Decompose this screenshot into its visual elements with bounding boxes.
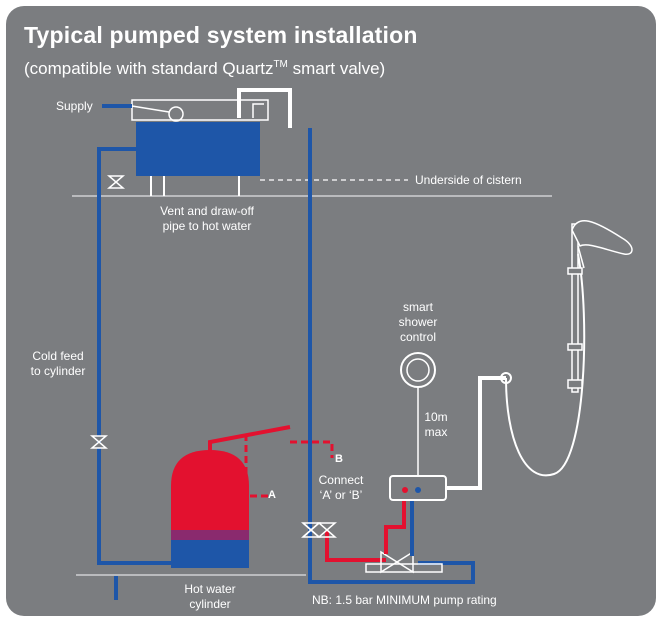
smart-label-line1: smart bbox=[403, 300, 433, 314]
cold-feed-label-line2: to cylinder bbox=[30, 364, 86, 378]
subtitle-end: smart valve) bbox=[287, 59, 386, 78]
page-subtitle: (compatible with standard QuartzTM smart… bbox=[24, 59, 385, 79]
hot-water-label-line2: cylinder bbox=[189, 597, 231, 611]
hot-water-cylinder-label: Hot water cylinder bbox=[169, 582, 251, 612]
vent-label-line2: pipe to hot water bbox=[162, 219, 252, 233]
rail-bracket-mid bbox=[567, 343, 583, 351]
cistern-tank bbox=[136, 122, 260, 176]
vent-small-hook bbox=[252, 103, 264, 118]
vent-label: Vent and draw-off pipe to hot water bbox=[141, 204, 273, 234]
connect-label-line1: Connect bbox=[318, 473, 364, 487]
cylinder-cold-band bbox=[171, 538, 249, 568]
connection-b-dashed bbox=[290, 440, 334, 458]
vent-pipe bbox=[237, 88, 292, 128]
isolating-valve-hot bbox=[301, 522, 321, 538]
riser-rail bbox=[571, 223, 579, 393]
connect-label: Connect ‘A’ or ‘B’ bbox=[311, 473, 371, 503]
shower-handle-icon bbox=[577, 245, 585, 269]
distance-label-line2: max bbox=[424, 425, 448, 439]
subtitle-main: (compatible with standard Quartz bbox=[24, 59, 274, 78]
point-a-label: A bbox=[268, 489, 276, 501]
control-inner-ring bbox=[406, 358, 430, 382]
smart-valve-port-a bbox=[402, 487, 408, 493]
supply-label: Supply bbox=[56, 99, 93, 113]
shower-head-icon bbox=[571, 220, 633, 255]
isolating-valve-cold-feed bbox=[89, 435, 109, 449]
connect-label-line2: ‘A’ or ‘B’ bbox=[319, 488, 363, 502]
page-title: Typical pumped system installation bbox=[24, 22, 418, 48]
distance-label: 10m max bbox=[418, 410, 454, 440]
cold-feed-label: Cold feed to cylinder bbox=[22, 349, 94, 379]
underside-of-cistern-label: Underside of cistern bbox=[415, 173, 522, 187]
hot-water-label-line1: Hot water bbox=[184, 582, 236, 596]
isolating-valve-cold bbox=[317, 522, 337, 538]
plumbing-diagram bbox=[72, 88, 633, 600]
cold-feed-pipe bbox=[97, 147, 171, 565]
hot-to-pump-pipe bbox=[325, 531, 386, 562]
cylinder-mix-band bbox=[171, 530, 249, 540]
shower-supply-pipe bbox=[446, 376, 506, 490]
rail-bracket-top bbox=[567, 267, 583, 275]
trademark-mark: TM bbox=[273, 59, 288, 70]
isolating-valve-cistern bbox=[106, 175, 126, 189]
distance-label-line1: 10m bbox=[424, 410, 448, 424]
supply-arm bbox=[131, 105, 170, 113]
cistern-lid bbox=[131, 99, 269, 121]
smart-valve-port-b bbox=[415, 487, 421, 493]
vent-label-line1: Vent and draw-off bbox=[160, 204, 254, 218]
cold-pump-feed-pipe bbox=[308, 128, 475, 584]
ball-valve-float bbox=[168, 106, 184, 122]
pump-base bbox=[365, 563, 443, 573]
point-b-label: B bbox=[335, 453, 343, 465]
connection-a-dashed bbox=[244, 434, 268, 498]
pump-rating-note: NB: 1.5 bar MINIMUM pump rating bbox=[312, 593, 497, 607]
diagram-panel: Typical pumped system installation (comp… bbox=[6, 6, 656, 616]
pump-icon bbox=[380, 550, 414, 574]
smart-shower-control-label: smart shower control bbox=[381, 300, 455, 345]
shower-hose bbox=[505, 253, 586, 477]
smart-label-line3: control bbox=[399, 330, 437, 344]
pump-hot-outlet bbox=[384, 490, 406, 554]
rail-bracket-bottom bbox=[567, 379, 583, 389]
smart-shower-control-icon bbox=[400, 352, 436, 388]
cold-feed-label-line1: Cold feed bbox=[32, 349, 84, 363]
smart-label-line2: shower bbox=[398, 315, 438, 329]
